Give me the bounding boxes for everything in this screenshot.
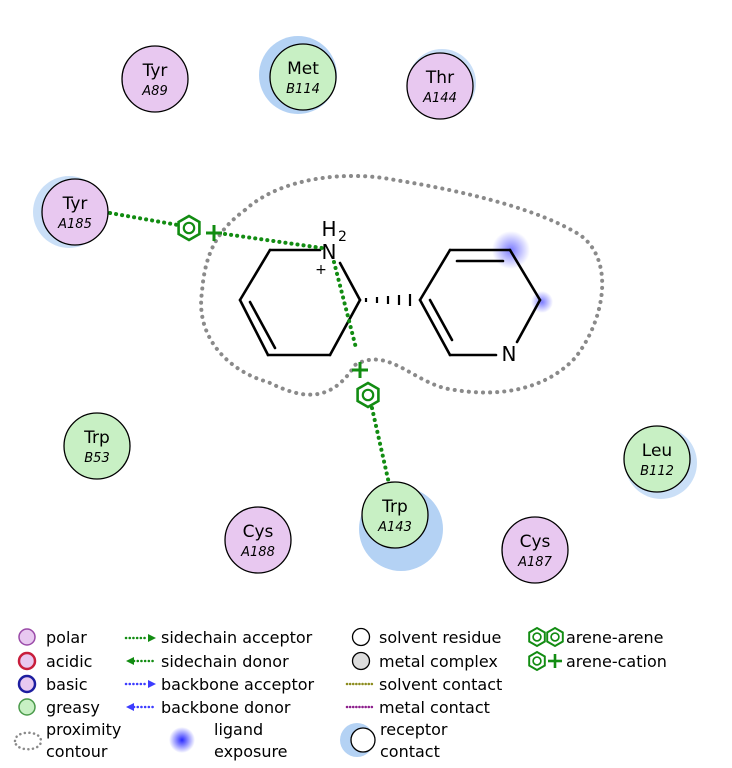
legend-arene-arene-icon xyxy=(528,627,564,647)
legend-metal-complex-swatch xyxy=(351,651,371,671)
cation-plus-icon xyxy=(206,225,222,241)
residue-id: B53 xyxy=(84,451,109,466)
legend-metal-complex-label: metal complex xyxy=(379,652,498,671)
legend-sidechain-acceptor-arrow xyxy=(148,634,156,642)
arene-icon xyxy=(177,214,201,242)
residue-name: Tyr xyxy=(62,194,88,214)
residue-disc xyxy=(41,178,109,246)
residue-disc xyxy=(361,481,429,549)
legend-receptor-swatch xyxy=(350,727,376,753)
amine-hydrogen-count: 2 xyxy=(338,229,347,245)
legend-greasy-swatch xyxy=(18,698,36,716)
legend: polar acidic basic greasy proximity cont… xyxy=(13,627,667,761)
arene-icon xyxy=(356,381,380,409)
residue-id: A187 xyxy=(517,555,552,570)
legend-greasy-label: greasy xyxy=(46,698,100,717)
residue-name: Tyr xyxy=(142,61,168,81)
residue-disc xyxy=(224,506,292,574)
legend-acidic-swatch xyxy=(17,651,37,671)
legend-basic-swatch xyxy=(17,674,37,694)
legend-arene-cation-icon xyxy=(528,651,562,671)
residue-name: Trp xyxy=(381,497,408,517)
legend-arene-cation-label: arene-cation xyxy=(566,652,667,671)
legend-exposure-label-2: exposure xyxy=(214,742,288,761)
ligand-structure xyxy=(238,248,542,357)
amine-hydrogen-label: H xyxy=(321,217,336,241)
arene-cation-interaction-tyr-a185 xyxy=(108,211,324,250)
residue-name: Cys xyxy=(243,522,274,542)
residue-id: A185 xyxy=(57,217,92,232)
legend-polar-label: polar xyxy=(46,628,87,647)
legend-receptor-label-2: contact xyxy=(380,742,440,761)
residue-id: B112 xyxy=(640,464,674,479)
legend-proximity-swatch xyxy=(13,731,43,751)
legend-exposure-label-1: ligand xyxy=(214,720,263,739)
residue-id: A89 xyxy=(141,84,167,99)
legend-basic-label: basic xyxy=(46,675,88,694)
arene-cation-interaction-trp-a143 xyxy=(332,260,392,490)
legend-sidechain-acceptor-label: sidechain acceptor xyxy=(161,628,313,647)
legend-solvent-residue-label: solvent residue xyxy=(379,628,501,647)
cation-plus-icon xyxy=(352,362,368,378)
residue-id: A143 xyxy=(377,520,412,535)
legend-solvent-residue-swatch xyxy=(351,627,371,647)
legend-proximity-label-1: proximity xyxy=(46,720,121,739)
legend-receptor-label-1: receptor xyxy=(380,720,448,739)
legend-backbone-acceptor-arrow xyxy=(148,680,156,688)
legend-backbone-acceptor-label: backbone acceptor xyxy=(161,675,315,694)
legend-metal-contact-label: metal contact xyxy=(379,698,490,717)
residue-disc xyxy=(121,45,189,113)
pyridine-nitrogen-label: N xyxy=(502,342,517,366)
residue-disc xyxy=(63,412,131,480)
residue-name: Cys xyxy=(520,532,551,552)
legend-backbone-donor-label: backbone donor xyxy=(161,698,291,717)
legend-polar-swatch xyxy=(18,628,36,646)
residue-disc xyxy=(406,52,474,120)
residue-name: Thr xyxy=(425,68,454,88)
legend-solvent-contact-label: solvent contact xyxy=(379,675,502,694)
proximity-contour xyxy=(199,174,605,397)
legend-proximity-label-2: contour xyxy=(46,742,108,761)
residue-name: Trp xyxy=(83,428,110,448)
residue-disc xyxy=(623,425,691,493)
legend-exposure-swatch xyxy=(169,727,195,753)
amine-nitrogen-label: N xyxy=(322,240,337,264)
residue-name: Leu xyxy=(642,441,672,461)
residue-id: A188 xyxy=(240,545,275,560)
residue-disc xyxy=(269,43,337,111)
stereo-hash-bond xyxy=(364,294,412,306)
legend-arene-arene-label: arene-arene xyxy=(566,628,664,647)
legend-backbone-donor-arrow xyxy=(126,703,134,711)
residue-layer: TyrA89MetB114ThrA144TyrA185TrpB53CysA188… xyxy=(33,36,697,584)
residue-disc xyxy=(501,516,569,584)
residue-id: B114 xyxy=(286,82,320,97)
residue-name: Met xyxy=(287,59,319,79)
legend-sidechain-donor-arrow xyxy=(126,657,134,665)
legend-acidic-label: acidic xyxy=(46,652,92,671)
amine-charge: + xyxy=(315,262,327,278)
residue-id: A144 xyxy=(422,91,457,106)
legend-sidechain-donor-label: sidechain donor xyxy=(161,652,289,671)
